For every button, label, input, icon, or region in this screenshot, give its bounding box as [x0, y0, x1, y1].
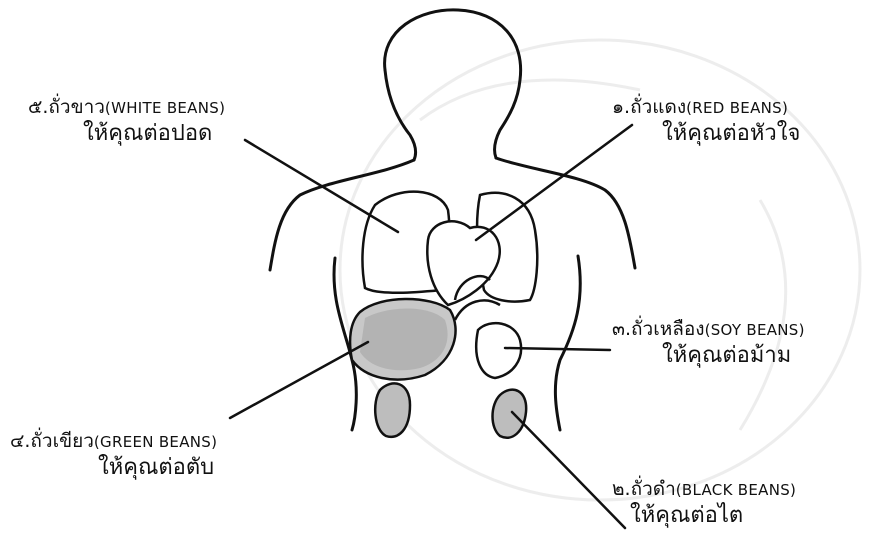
label-white-beans-th: ๕.ถั่วขาว — [28, 96, 105, 118]
label-black-beans: ๒.ถั่วดำ(BLACK BEANS) ให้คุณต่อไต — [612, 478, 796, 529]
leader-line-black — [512, 412, 625, 528]
label-white-beans: ๕.ถั่วขาว(WHITE BEANS) ให้คุณต่อปอด — [28, 96, 225, 147]
label-soy-beans: ๓.ถั่วเหลือง(SOY BEANS) ให้คุณต่อม้าม — [612, 318, 805, 369]
label-white-beans-benefit: ให้คุณต่อปอด — [28, 120, 225, 148]
label-green-beans-benefit: ให้คุณต่อตับ — [10, 454, 217, 482]
heart — [427, 221, 499, 305]
label-green-beans-th: ๔.ถั่วเขียว — [10, 430, 94, 452]
label-red-beans-benefit: ให้คุณต่อหัวใจ — [612, 120, 800, 148]
label-green-beans-en: (GREEN BEANS) — [94, 433, 217, 451]
label-soy-beans-benefit: ให้คุณต่อม้าม — [612, 342, 805, 370]
label-black-beans-en: (BLACK BEANS) — [676, 481, 796, 499]
label-soy-beans-th: ๓.ถั่วเหลือง — [612, 318, 705, 340]
leader-line-red — [476, 125, 632, 240]
label-red-beans-en: (RED BEANS) — [686, 99, 788, 117]
label-white-beans-en: (WHITE BEANS) — [105, 99, 225, 117]
spleen — [455, 300, 521, 378]
label-green-beans: ๔.ถั่วเขียว(GREEN BEANS) ให้คุณต่อตับ — [10, 430, 217, 481]
leader-line-green — [230, 342, 368, 418]
liver — [350, 299, 455, 380]
kidneys — [375, 383, 526, 437]
label-red-beans: ๑.ถั่วแดง(RED BEANS) ให้คุณต่อหัวใจ — [612, 96, 800, 147]
label-black-beans-th: ๒.ถั่วดำ — [612, 478, 676, 500]
label-red-beans-th: ๑.ถั่วแดง — [612, 96, 686, 118]
label-soy-beans-en: (SOY BEANS) — [705, 321, 805, 339]
label-black-beans-benefit: ให้คุณต่อไต — [612, 502, 796, 530]
